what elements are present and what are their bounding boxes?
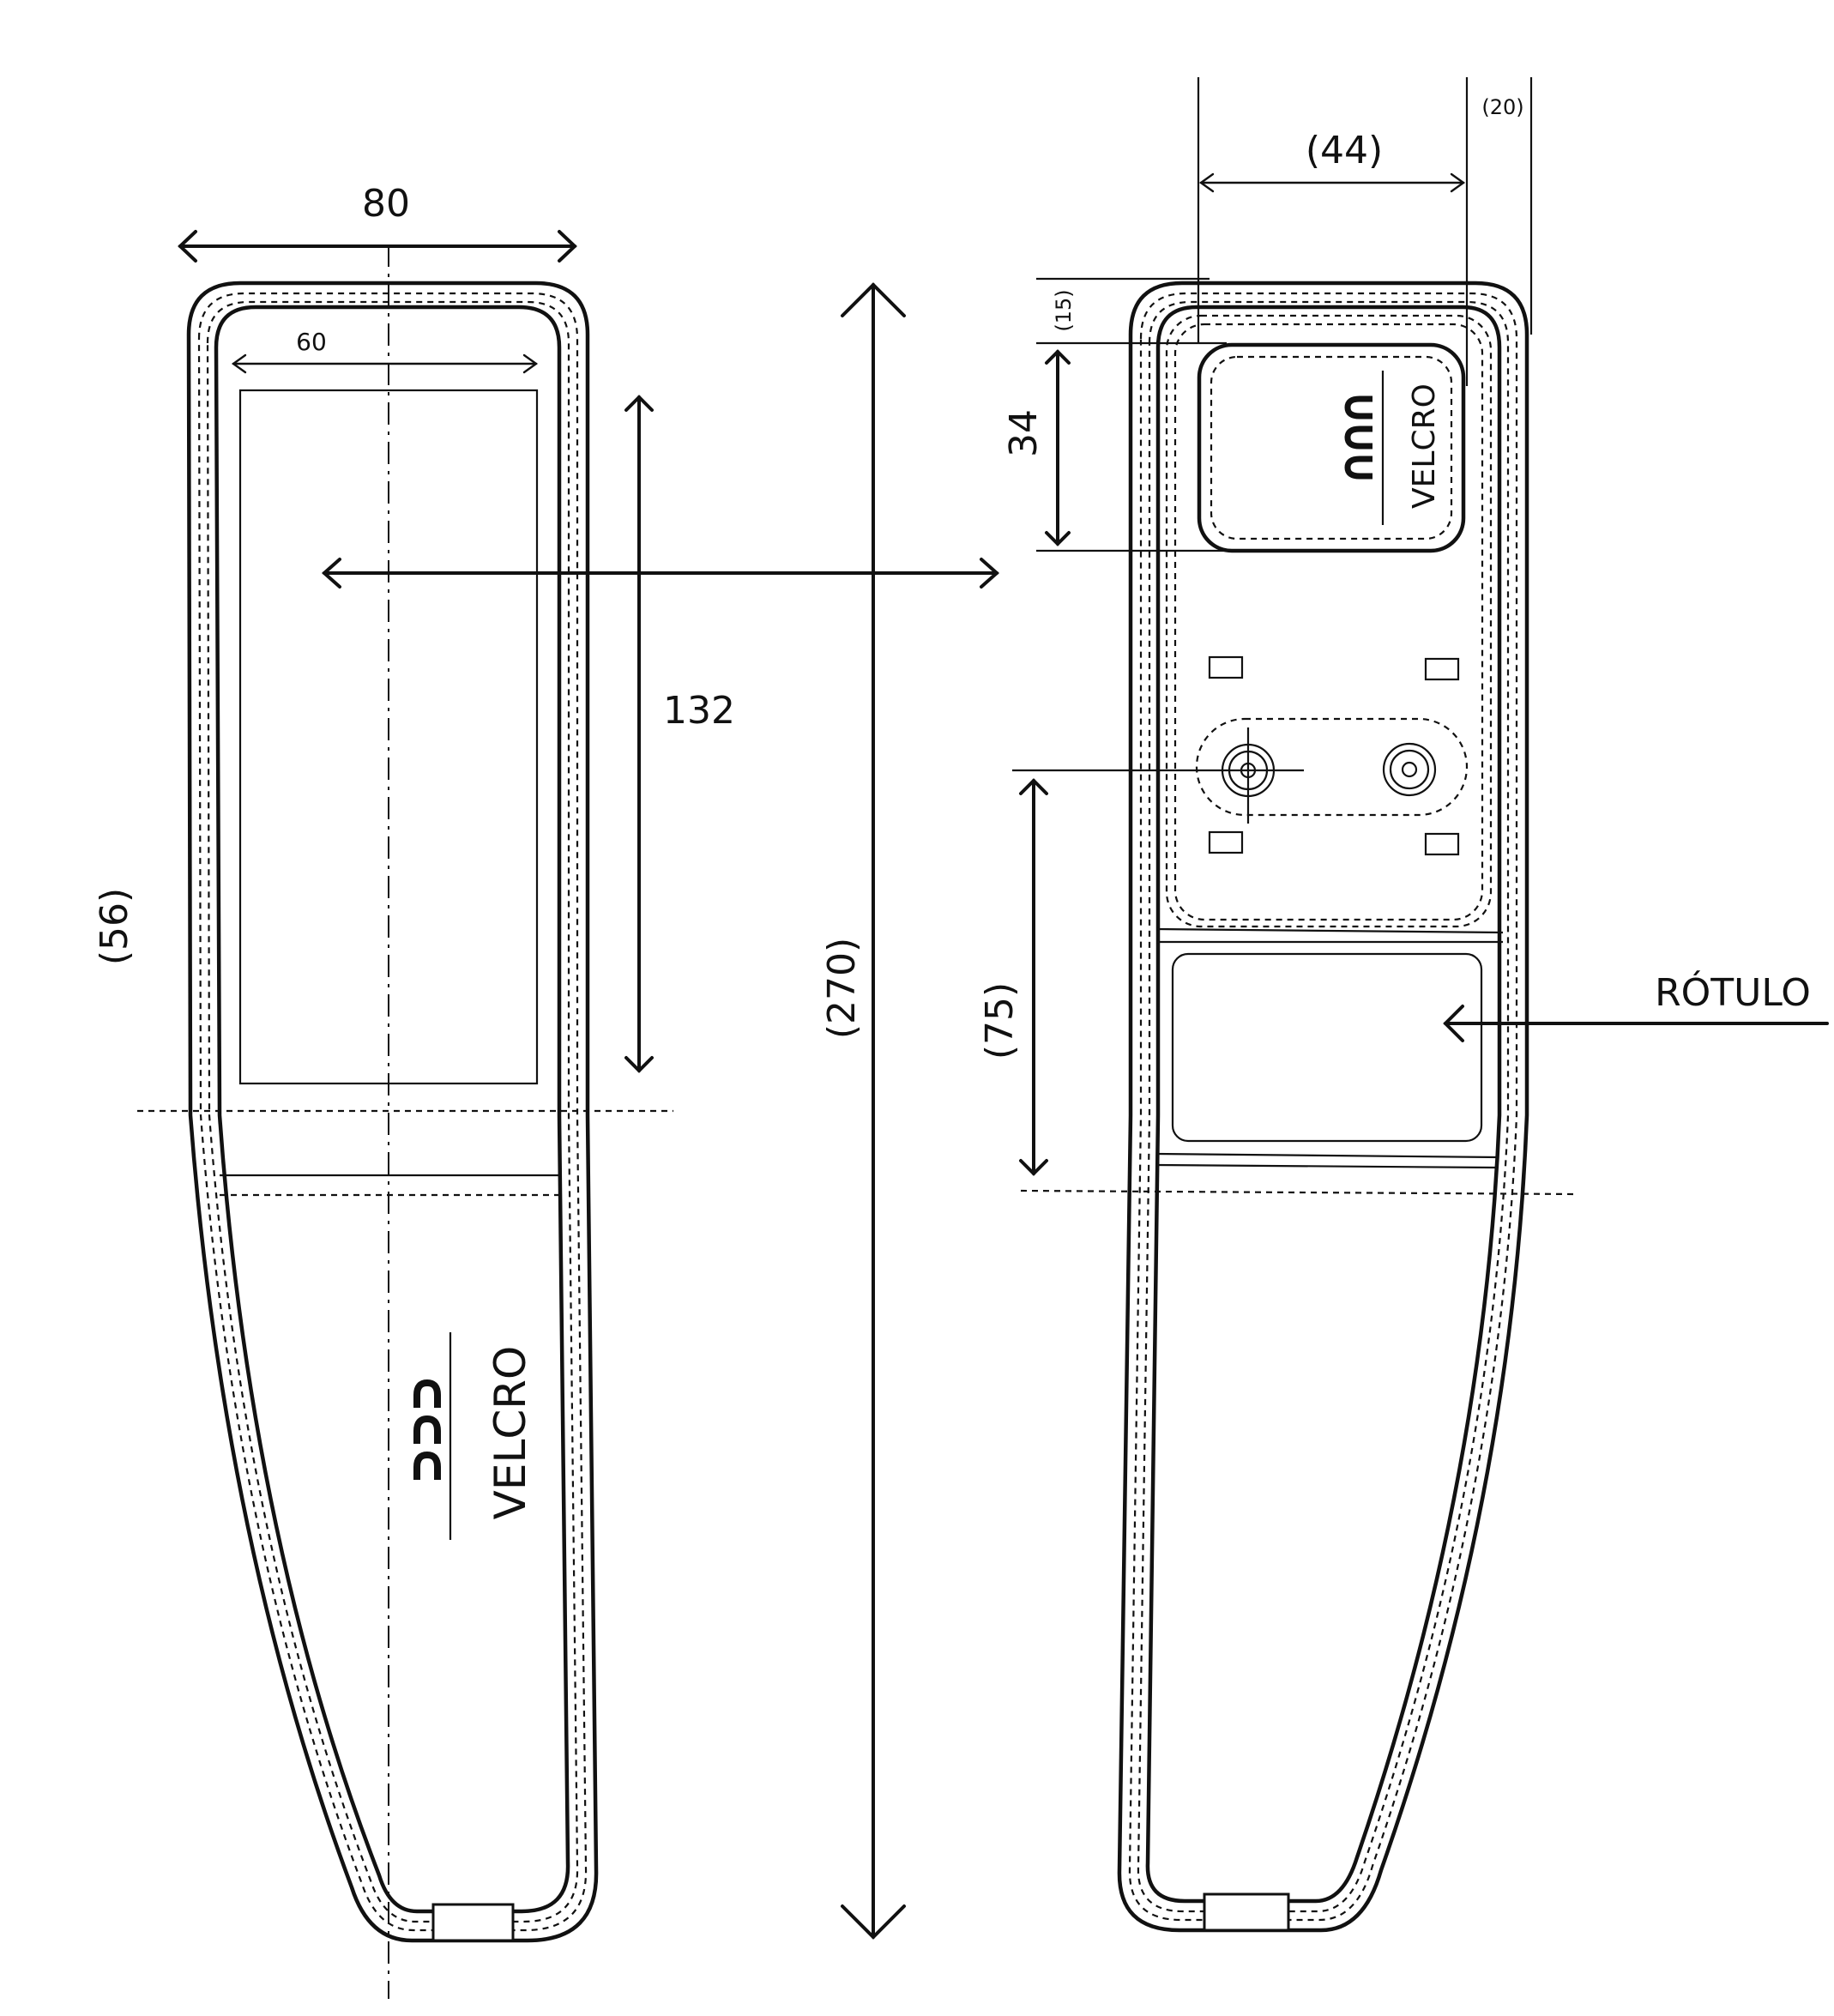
total-height-label: (270) — [820, 938, 864, 1039]
slot-bottom-left — [1208, 830, 1244, 854]
front-window-width-label: 60 — [296, 328, 327, 356]
front-width-dimension — [178, 230, 577, 263]
pad-height-dimension — [1045, 349, 1071, 546]
pad-height-label: 34 — [1002, 409, 1046, 457]
front-body-outline — [186, 281, 599, 1943]
pad-width-dimension — [1198, 172, 1466, 193]
center-dimensions — [321, 282, 1000, 1940]
label-zone-dimension — [1019, 778, 1048, 1176]
slot-top-left — [1208, 655, 1244, 679]
side-margin-label: (20) — [1481, 95, 1523, 119]
front-bottom-tab — [431, 1903, 515, 1942]
front-window-width-dimension — [231, 353, 539, 374]
front-width-label: 80 — [362, 182, 410, 226]
back-bottom-tab — [1203, 1892, 1290, 1932]
back-velcro-label: VELCRO — [1407, 383, 1442, 509]
back-inner-panel — [1145, 305, 1502, 1904]
back-view — [1012, 77, 1829, 1933]
slot-bottom-right — [1424, 832, 1460, 856]
pad-width-label: (44) — [1306, 129, 1383, 172]
snap-zone — [1195, 717, 1469, 817]
back-velcro-pad — [1197, 342, 1466, 553]
front-window-height-dimension — [624, 395, 654, 1073]
front-window-height-label: 132 — [663, 689, 735, 733]
front-stitch-outer — [197, 292, 588, 1932]
top-margin-label: (15) — [1052, 289, 1076, 331]
back-velcro-pad-stitch — [1210, 355, 1453, 540]
back-velcro-hook-icon — [1344, 371, 1385, 525]
front-velcro-label: VELCRO — [486, 1346, 535, 1520]
back-body-outline — [1117, 281, 1529, 1933]
front-velcro-hook-icon — [413, 1332, 452, 1540]
back-upper-pocket — [1165, 314, 1493, 928]
front-inner-panel — [214, 305, 570, 1914]
slot-top-right — [1424, 657, 1460, 681]
front-lower-height-label: (56) — [93, 888, 136, 965]
back-stitch-outer — [1128, 292, 1518, 1922]
back-upper-pocket-inner — [1173, 323, 1484, 921]
label-window — [1171, 952, 1483, 1143]
front-stitch-inner — [206, 300, 579, 1923]
rotulo-callout-arrow — [1443, 1005, 1829, 1042]
snap-button-right-icon — [1382, 742, 1437, 797]
label-zone-height-label: (75) — [978, 982, 1022, 1059]
front-view — [137, 230, 673, 1999]
back-reference-line — [1020, 1189, 1579, 1196]
rotulo-label: RÓTULO — [1655, 969, 1811, 1015]
